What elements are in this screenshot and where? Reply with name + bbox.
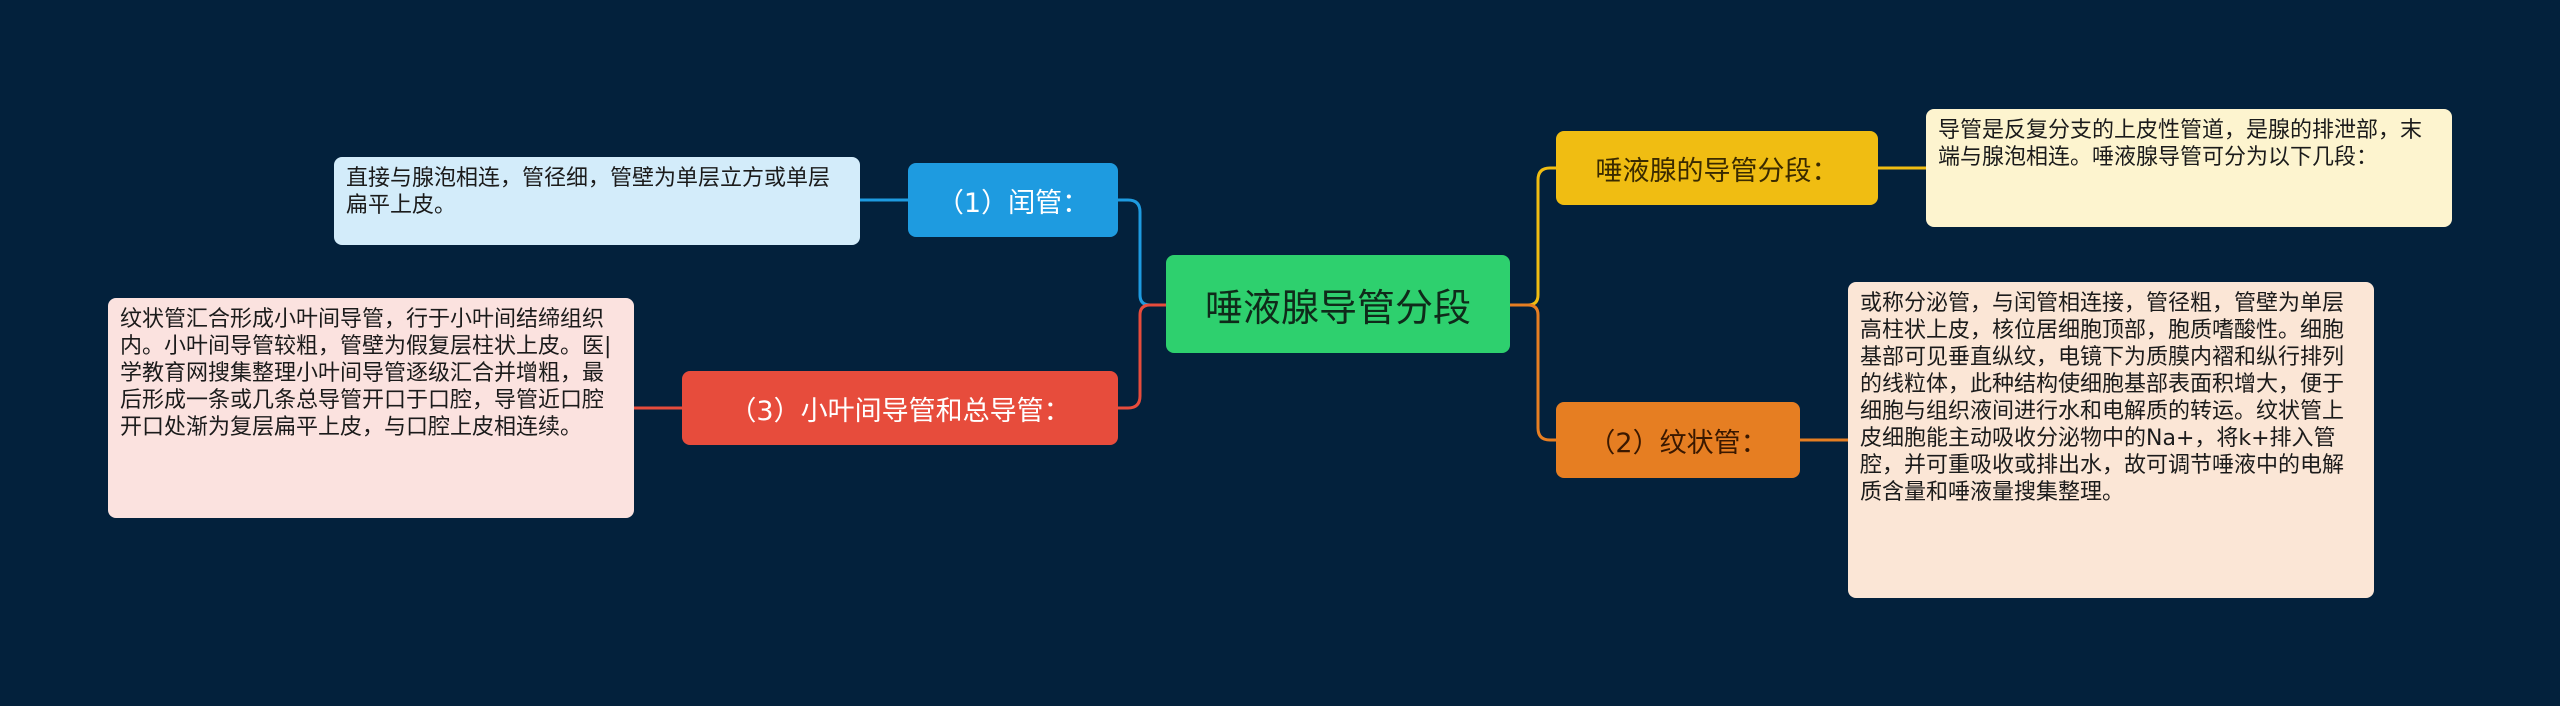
branch-duct-segments-label: 唾液腺的导管分段： [1595,155,1839,187]
center-topic[interactable]: 唾液腺导管分段 [1166,255,1510,353]
branch-intercalated-duct-label: （1）闰管： [936,187,1090,219]
note-interlobular-duct-text: 纹状管汇合形成小叶间导管，行于小叶间结缔组织内。小叶间导管较粗，管壁为假复层柱状… [120,307,612,440]
branch-striated-duct[interactable]: （2）纹状管： [1556,402,1800,478]
branch-interlobular-duct-label: （3）小叶间导管和总导管： [729,395,1071,427]
note-duct-segments-text: 导管是反复分支的上皮性管道，是腺的排泄部，末端与腺泡相连。唾液腺导管可分为以下几… [1938,118,2423,170]
center-topic-label: 唾液腺导管分段 [1204,285,1471,330]
note-striated-duct[interactable]: 或称分泌管，与闰管相连接，管径粗，管壁为单层高柱状上皮，核位居细胞顶部，胞质嗜酸… [1848,282,2374,598]
branch-striated-duct-label: （2）纹状管： [1588,427,1768,459]
link-center-duct-segments [1510,166,1556,307]
branch-duct-segments[interactable]: 唾液腺的导管分段： [1556,131,1878,205]
branch-intercalated-duct[interactable]: （1）闰管： [908,163,1118,237]
note-interlobular-duct[interactable]: 纹状管汇合形成小叶间导管，行于小叶间结缔组织内。小叶间导管较粗，管壁为假复层柱状… [108,298,634,518]
branch-interlobular-duct[interactable]: （3）小叶间导管和总导管： [682,371,1118,445]
link-center-striated [1510,303,1556,442]
note-intercalated-duct-text: 直接与腺泡相连，管径细，管壁为单层立方或单层扁平上皮。 [346,166,831,218]
note-intercalated-duct[interactable]: 直接与腺泡相连，管径细，管壁为单层立方或单层扁平上皮。 [334,157,860,245]
note-duct-segments[interactable]: 导管是反复分支的上皮性管道，是腺的排泄部，末端与腺泡相连。唾液腺导管可分为以下几… [1926,109,2452,227]
link-center-interlobular [1118,303,1166,410]
note-striated-duct-text: 或称分泌管，与闰管相连接，管径粗，管壁为单层高柱状上皮，核位居细胞顶部，胞质嗜酸… [1860,291,2345,505]
link-center-intercalated [1118,198,1166,307]
